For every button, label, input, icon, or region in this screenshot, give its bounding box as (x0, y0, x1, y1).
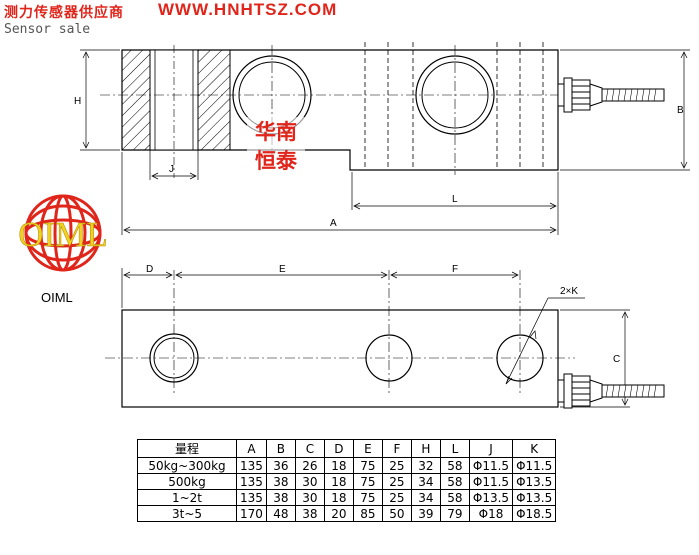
table-cell: Φ13.5 (512, 489, 557, 506)
dimension-l (351, 172, 559, 235)
table-cell: 58 (439, 473, 470, 490)
table-cell: Φ13.5 (468, 489, 514, 506)
table-cell: 25 (381, 489, 412, 506)
table-cell: 58 (439, 457, 470, 474)
bottom-view: D E F 2×K C (105, 264, 665, 409)
dimension-a (121, 152, 557, 235)
table-cell: 18 (323, 473, 354, 490)
table-row: 1~2t 135 38 30 18 75 25 34 58 Φ13.5 Φ13.… (137, 489, 557, 506)
table-cell: 58 (439, 489, 470, 506)
table-header-cell: A (236, 439, 267, 458)
table-cell: 1~2t (137, 489, 237, 506)
table-cell: Φ18.5 (512, 505, 557, 522)
dim-label-j: J (169, 164, 174, 175)
table-header-cell: H (410, 439, 441, 458)
table-cell: 48 (265, 505, 296, 522)
table-row: 50kg~300kg 135 36 26 18 75 25 32 58 Φ11.… (137, 457, 557, 474)
table-cell: Φ11.5 (512, 457, 557, 474)
table-cell: 75 (352, 457, 383, 474)
table-row: 3t~5 170 48 38 20 85 50 39 79 Φ18 Φ18.5 (137, 505, 557, 522)
table-cell: 50kg~300kg (137, 457, 237, 474)
table-cell: 500kg (137, 473, 237, 490)
dimension-spec-table: 量程 A B C D E F H L J K 50kg~300kg 135 36… (137, 439, 557, 522)
table-cell: 20 (323, 505, 354, 522)
cable-connector-top (557, 77, 665, 113)
dimension-b (560, 49, 690, 171)
dim-label-l: L (452, 194, 458, 205)
table-header-cell: E (352, 439, 383, 458)
table-cell: 18 (323, 489, 354, 506)
table-header-cell: 量程 (137, 439, 237, 458)
watermark-line1: 华南 (255, 120, 297, 144)
top-view: H J L A B (74, 42, 690, 235)
table-header-cell: K (512, 439, 557, 458)
table-cell: 34 (410, 489, 441, 506)
table-cell: 135 (236, 473, 267, 490)
cable-connector-bottom (557, 373, 665, 409)
company-name: 测力传感器供应商 (4, 5, 124, 21)
dim-label-h: H (74, 96, 81, 107)
table-cell: 135 (236, 489, 267, 506)
table-cell: Φ11.5 (468, 473, 514, 490)
table-cell: 36 (265, 457, 296, 474)
table-cell: 170 (236, 505, 267, 522)
table-cell: 38 (265, 489, 296, 506)
oiml-logo-text: OIML (18, 215, 107, 254)
dim-label-c: C (613, 354, 620, 365)
leader-2xk (505, 297, 585, 385)
table-cell: 75 (352, 473, 383, 490)
table-cell: Φ18 (468, 505, 514, 522)
table-cell: 30 (294, 489, 325, 506)
oiml-caption: OIML (41, 290, 73, 305)
table-row: 500kg 135 38 30 18 75 25 34 58 Φ11.5 Φ13… (137, 473, 557, 490)
table-header-cell: D (323, 439, 354, 458)
company-watermark: 华南 恒泰 (247, 117, 305, 177)
table-cell: 3t~5 (137, 505, 237, 522)
table-cell: 26 (294, 457, 325, 474)
watermark-line2: 恒泰 (255, 149, 298, 173)
table-cell: 38 (265, 473, 296, 490)
table-cell: 135 (236, 457, 267, 474)
dim-label-f: F (452, 264, 458, 275)
dim-label-b: B (677, 105, 684, 116)
table-cell: 18 (323, 457, 354, 474)
table-cell: 25 (381, 457, 412, 474)
website-link[interactable]: WWW.HNHTSZ.COM (158, 0, 338, 19)
table-header-cell: L (439, 439, 470, 458)
table-cell: 85 (352, 505, 383, 522)
table-cell: 79 (439, 505, 470, 522)
table-header-cell: B (265, 439, 296, 458)
dim-label-d: D (146, 264, 153, 275)
table-cell: 30 (294, 473, 325, 490)
table-header-cell: F (381, 439, 412, 458)
table-header-cell: J (468, 439, 514, 458)
dim-label-a: A (330, 218, 337, 229)
table-header-cell: C (294, 439, 325, 458)
table-cell: Φ13.5 (512, 473, 557, 490)
oiml-logo: OIML (18, 194, 108, 272)
dim-label-e: E (279, 264, 286, 275)
dim-label-k: 2×K (560, 286, 578, 297)
table-cell: Φ11.5 (468, 457, 514, 474)
table-header-row: 量程 A B C D E F H L J K (137, 439, 557, 458)
table-cell: 50 (381, 505, 412, 522)
dimension-d-e-f (121, 268, 519, 308)
dimension-h (80, 49, 120, 151)
table-cell: 75 (352, 489, 383, 506)
table-cell: 34 (410, 473, 441, 490)
table-cell: 38 (294, 505, 325, 522)
dimension-j (149, 150, 199, 180)
table-cell: 39 (410, 505, 441, 522)
table-cell: 25 (381, 473, 412, 490)
table-cell: 32 (410, 457, 441, 474)
subtitle: Sensor sale (4, 22, 91, 37)
load-cell-side-outline (121, 309, 559, 408)
